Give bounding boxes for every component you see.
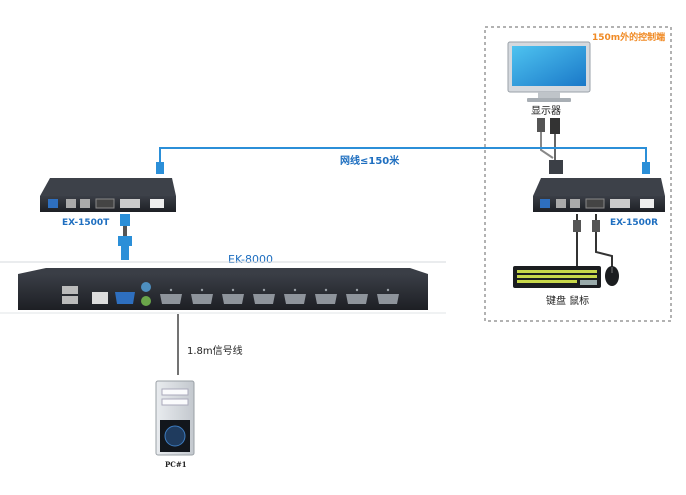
keyboard-mouse-label: 键盘 鼠标 (546, 294, 589, 307)
keyboard-icon (513, 266, 601, 288)
pc-label: PC#1 (165, 460, 187, 469)
receiver-device (533, 178, 665, 212)
switch-ports (160, 288, 399, 304)
switch-port (346, 288, 368, 304)
switch-port (160, 288, 182, 304)
remote-console-label: 150m外的控制端 (592, 31, 665, 43)
switch-port (253, 288, 275, 304)
kvm-switch-device (18, 268, 428, 310)
transmitter-device (40, 178, 176, 212)
switch-port (315, 288, 337, 304)
mouse-icon (605, 266, 619, 286)
peripheral-cables (573, 214, 613, 268)
signal-cable-label: 1.8m信号线 (187, 344, 243, 357)
switch-port (377, 288, 399, 304)
monitor-icon (507, 41, 591, 102)
remote-console-region (484, 26, 672, 322)
kvm-switch-label: EK-8000 (228, 253, 273, 266)
switch-port (191, 288, 213, 304)
transmitter-cable (118, 214, 132, 260)
switch-port (284, 288, 306, 304)
transmitter-label: EX-1500T (62, 218, 110, 228)
monitor-cables (537, 118, 563, 174)
network-cable (156, 147, 650, 174)
monitor-label: 显示器 (531, 105, 561, 117)
switch-port (222, 288, 244, 304)
receiver-label: EX-1500R (610, 218, 658, 228)
network-label: 网线≤150米 (340, 154, 400, 167)
pc-icon (155, 380, 195, 456)
